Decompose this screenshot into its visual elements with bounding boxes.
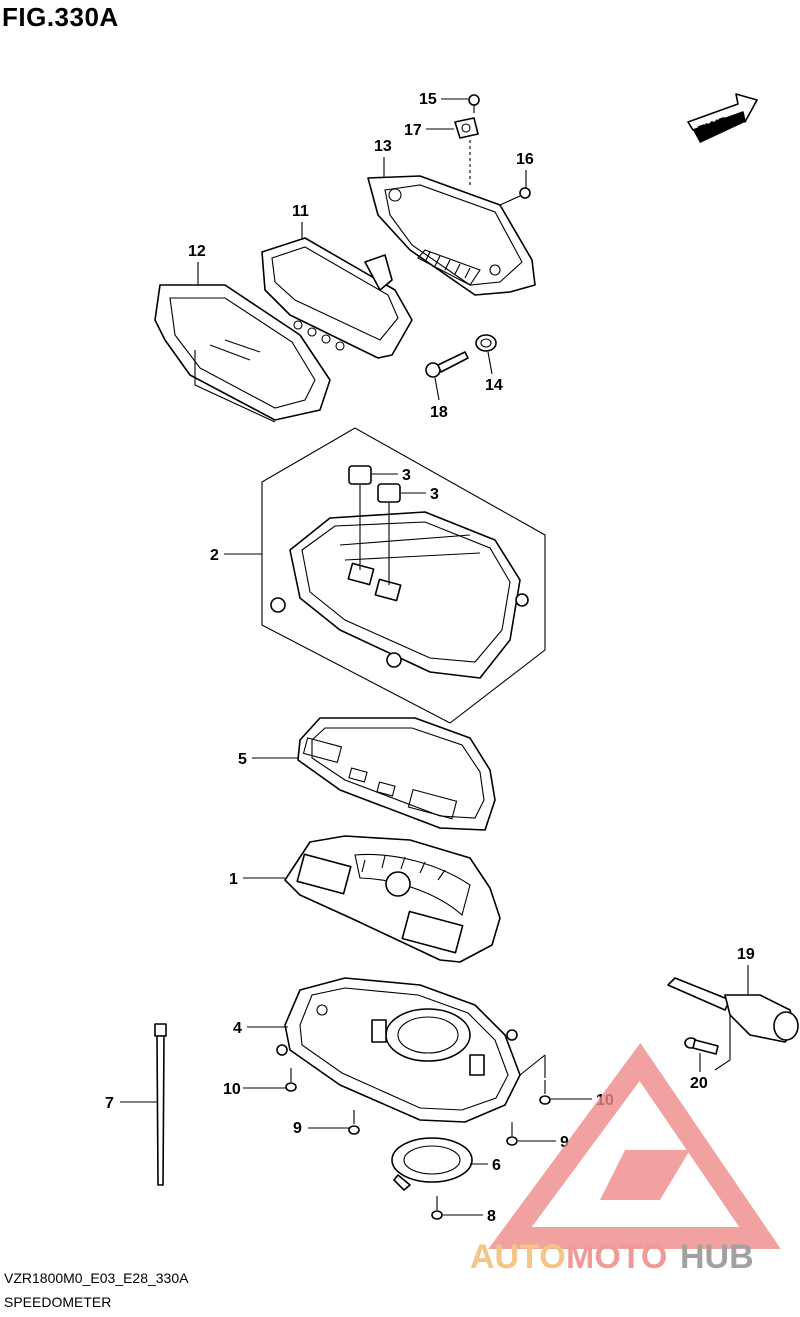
svg-text:9: 9 bbox=[560, 1134, 569, 1151]
callout-17: 17 bbox=[404, 122, 454, 139]
watermark-text-hub: HUB bbox=[680, 1238, 754, 1276]
svg-text:18: 18 bbox=[430, 404, 448, 421]
part-20-bolt bbox=[684, 1037, 719, 1055]
callout-18: 18 bbox=[430, 377, 448, 421]
svg-text:20: 20 bbox=[690, 1075, 708, 1092]
callout-14: 14 bbox=[485, 351, 503, 394]
part-5-inner-frame bbox=[297, 717, 496, 831]
callout-11: 11 bbox=[292, 203, 309, 240]
callout-13: 13 bbox=[374, 138, 392, 178]
svg-text:3: 3 bbox=[430, 486, 439, 503]
svg-text:16: 16 bbox=[516, 151, 534, 168]
callout-9-right: 9 bbox=[518, 1134, 569, 1151]
watermark-logo: AUTO MOTO HUB bbox=[470, 1042, 781, 1276]
part-8-screw bbox=[431, 1196, 443, 1220]
svg-text:13: 13 bbox=[374, 138, 392, 155]
part-2-upper-housing-group bbox=[261, 427, 546, 724]
callout-10-left: 10 bbox=[223, 1081, 286, 1098]
svg-text:15: 15 bbox=[419, 91, 437, 108]
callout-19: 19 bbox=[737, 946, 755, 995]
callout-4: 4 bbox=[233, 1020, 288, 1037]
part-17-clamp bbox=[454, 117, 479, 185]
part-4-lower-case bbox=[276, 977, 546, 1123]
part-11-visor bbox=[261, 237, 413, 359]
part-10-screw-right bbox=[539, 1080, 551, 1105]
svg-text:9: 9 bbox=[293, 1120, 302, 1137]
watermark-text-auto: AUTO bbox=[470, 1238, 566, 1276]
callout-3b: 3 bbox=[401, 486, 439, 503]
part-16-bolt bbox=[499, 187, 531, 206]
svg-text:6: 6 bbox=[492, 1157, 501, 1174]
callout-7: 7 bbox=[105, 1095, 157, 1112]
svg-text:1: 1 bbox=[229, 871, 238, 888]
callout-2: 2 bbox=[210, 547, 262, 564]
svg-text:11: 11 bbox=[292, 203, 309, 220]
part-10-screw-left bbox=[285, 1068, 297, 1092]
callout-15: 15 bbox=[419, 91, 468, 108]
part-3-button-a bbox=[348, 465, 372, 570]
callout-3a: 3 bbox=[372, 467, 411, 484]
watermark-text-moto: MOTO bbox=[566, 1238, 667, 1276]
svg-text:5: 5 bbox=[238, 751, 247, 768]
svg-text:7: 7 bbox=[105, 1095, 114, 1112]
svg-text:10: 10 bbox=[223, 1081, 241, 1098]
svg-text:2: 2 bbox=[210, 547, 219, 564]
figure-title: FIG.330A bbox=[2, 2, 119, 32]
callout-6: 6 bbox=[470, 1157, 501, 1174]
callout-5: 5 bbox=[238, 751, 298, 768]
fwd-direction-arrow: FWD bbox=[687, 93, 758, 143]
part-7-cable-tie bbox=[154, 1023, 167, 1186]
callout-16: 16 bbox=[516, 151, 534, 188]
callout-20: 20 bbox=[690, 1053, 708, 1092]
part-6-ring bbox=[391, 1137, 473, 1191]
svg-text:17: 17 bbox=[404, 122, 422, 139]
callout-1: 1 bbox=[229, 871, 285, 888]
part-1-meter-assembly bbox=[284, 835, 501, 963]
callout-8: 8 bbox=[443, 1208, 496, 1225]
part-3-button-b bbox=[377, 483, 401, 585]
part-14-grommet bbox=[475, 334, 497, 352]
callout-12: 12 bbox=[188, 243, 206, 285]
part-9-screw-left bbox=[348, 1110, 360, 1135]
part-12-lens-cover bbox=[154, 284, 331, 423]
figure-name: SPEEDOMETER bbox=[4, 1294, 112, 1310]
part-15-screw bbox=[468, 94, 480, 113]
svg-text:14: 14 bbox=[485, 377, 503, 394]
callout-9-left: 9 bbox=[293, 1120, 349, 1137]
part-13-bracket bbox=[367, 175, 536, 296]
svg-text:12: 12 bbox=[188, 243, 206, 260]
part-19-speed-sensor bbox=[667, 977, 799, 1071]
svg-text:4: 4 bbox=[233, 1020, 242, 1037]
svg-text:8: 8 bbox=[487, 1208, 496, 1225]
part-18-screw bbox=[425, 351, 469, 378]
svg-text:3: 3 bbox=[402, 467, 411, 484]
part-9-screw-right bbox=[506, 1122, 518, 1146]
figure-code: VZR1800M0_E03_E28_330A bbox=[4, 1270, 189, 1286]
svg-text:19: 19 bbox=[737, 946, 755, 963]
